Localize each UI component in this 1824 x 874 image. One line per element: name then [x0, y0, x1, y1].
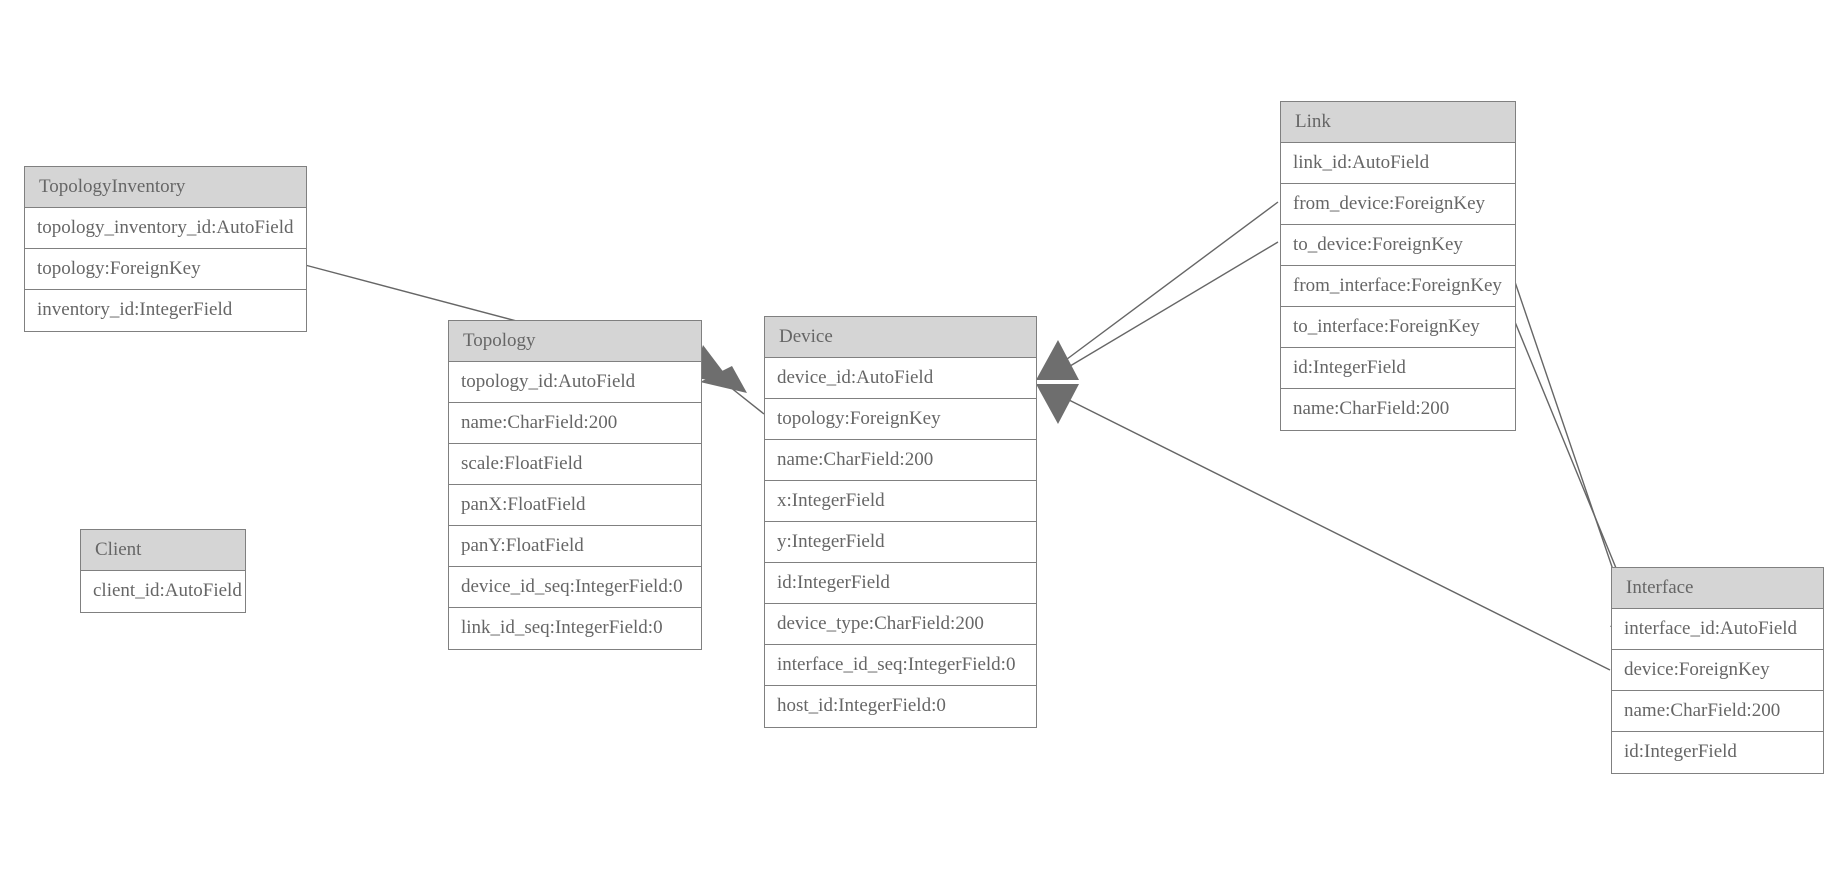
entity-field: name:CharField:200: [1612, 691, 1823, 732]
entity-field: host_id:IntegerField:0: [765, 686, 1036, 727]
entity-field: client_id:AutoField: [81, 571, 245, 612]
entity-field: panX:FloatField: [449, 485, 701, 526]
entity-field: x:IntegerField: [765, 481, 1036, 522]
entity-field: panY:FloatField: [449, 526, 701, 567]
entity-field: topology_inventory_id:AutoField: [25, 208, 306, 249]
entity-field: id:IntegerField: [765, 563, 1036, 604]
edge-link-from-device: [1054, 201, 1279, 369]
edge-link-to-device: [1054, 241, 1279, 376]
entity-title: Client: [81, 530, 245, 571]
entity-title: Interface: [1612, 568, 1823, 609]
entity-field: from_interface:ForeignKey: [1281, 266, 1515, 307]
entity-field: interface_id:AutoField: [1612, 609, 1823, 650]
entity-topology-inventory[interactable]: TopologyInventory topology_inventory_id:…: [24, 166, 307, 332]
entity-field: topology:ForeignKey: [25, 249, 306, 290]
arrowhead-topology-right: [700, 366, 747, 393]
entity-field: topology_id:AutoField: [449, 362, 701, 403]
arrowhead-device-right-upper: [1036, 340, 1079, 380]
entity-title: Topology: [449, 321, 701, 362]
entity-field: id:IntegerField: [1281, 348, 1515, 389]
entity-field: name:CharField:200: [449, 403, 701, 444]
entity-field: scale:FloatField: [449, 444, 701, 485]
entity-field: to_interface:ForeignKey: [1281, 307, 1515, 348]
entity-field: interface_id_seq:IntegerField:0: [765, 645, 1036, 686]
entity-device[interactable]: Device device_id:AutoField topology:Fore…: [764, 316, 1037, 728]
edge-device-topology: [724, 382, 765, 415]
entity-field: device_type:CharField:200: [765, 604, 1036, 645]
entity-field: name:CharField:200: [765, 440, 1036, 481]
entity-field: to_device:ForeignKey: [1281, 225, 1515, 266]
entity-title: Link: [1281, 102, 1515, 143]
entity-client[interactable]: Client client_id:AutoField: [80, 529, 246, 613]
entity-field: id:IntegerField: [1612, 732, 1823, 773]
entity-field: y:IntegerField: [765, 522, 1036, 563]
entity-field: device:ForeignKey: [1612, 650, 1823, 691]
entity-link[interactable]: Link link_id:AutoField from_device:Forei…: [1280, 101, 1516, 431]
edge-interface-device: [1054, 392, 1611, 671]
entity-field: topology:ForeignKey: [765, 399, 1036, 440]
edge-link-to-interface: [1514, 321, 1633, 608]
entity-interface[interactable]: Interface interface_id:AutoField device:…: [1611, 567, 1824, 774]
entity-field: link_id:AutoField: [1281, 143, 1515, 184]
entity-field: link_id_seq:IntegerField:0: [449, 608, 701, 649]
entity-field: name:CharField:200: [1281, 389, 1515, 430]
entity-field: device_id:AutoField: [765, 358, 1036, 399]
edge-link-from-interface: [1514, 281, 1626, 606]
entity-title: Device: [765, 317, 1036, 358]
entity-title: TopologyInventory: [25, 167, 306, 208]
entity-field: device_id_seq:IntegerField:0: [449, 567, 701, 608]
entity-field: from_device:ForeignKey: [1281, 184, 1515, 225]
entity-field: inventory_id:IntegerField: [25, 290, 306, 331]
arrowhead-device-right-lower: [1036, 384, 1079, 424]
entity-topology[interactable]: Topology topology_id:AutoField name:Char…: [448, 320, 702, 650]
